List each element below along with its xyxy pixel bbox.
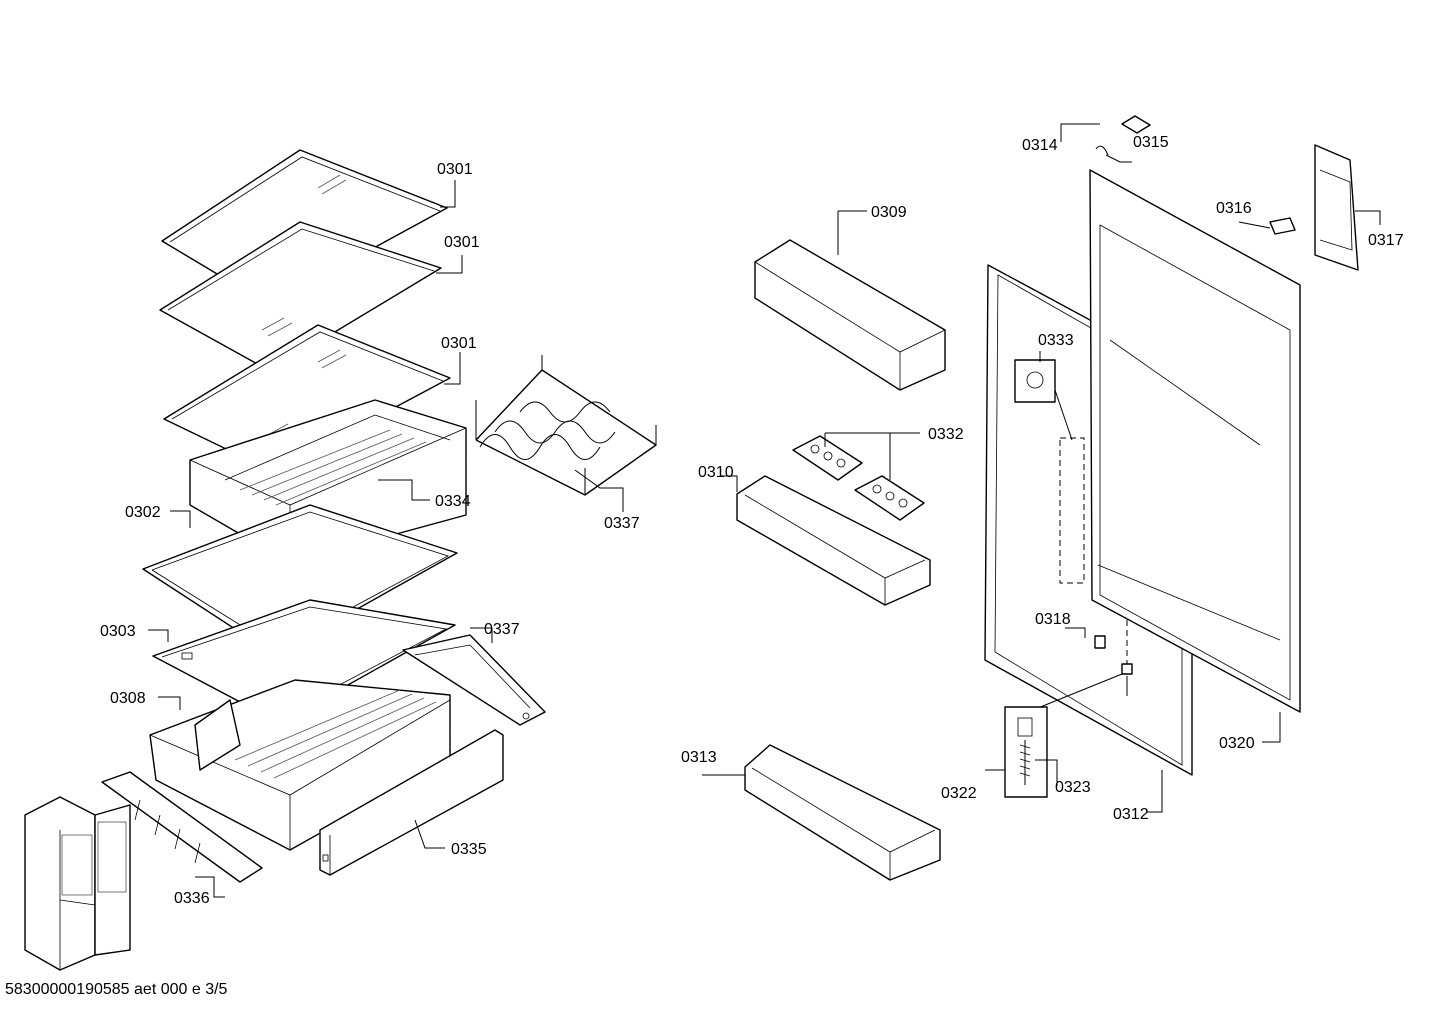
glass-shelf-0301-middle[interactable] — [159, 221, 442, 372]
part-0315[interactable] — [1095, 145, 1109, 156]
label-0337-rail: 0337 — [484, 621, 520, 638]
label-0310: 0310 — [698, 464, 734, 481]
fridge-overview-icon — [24, 796, 131, 971]
label-0309: 0309 — [871, 204, 907, 221]
label-0316: 0316 — [1216, 200, 1252, 217]
bottle-rack-0337[interactable] — [475, 355, 657, 496]
shelf-0303[interactable] — [152, 599, 456, 724]
rail-0337[interactable] — [402, 634, 546, 726]
leader-lines — [148, 123, 1381, 898]
shelf-0302[interactable] — [142, 504, 458, 656]
part-0316[interactable] — [1269, 217, 1296, 235]
door-shelf-0313[interactable] — [744, 744, 941, 881]
screw-detail-0322-0323[interactable] — [1004, 620, 1133, 798]
drawer-0308[interactable] — [149, 679, 451, 851]
label-0303: 0303 — [100, 623, 136, 640]
egg-tray-0332-a[interactable] — [792, 435, 863, 481]
label-0315: 0315 — [1133, 134, 1169, 151]
label-0332: 0332 — [928, 426, 964, 443]
document-id-footer: 58300000190585 aet 000 e 3/5 — [5, 981, 228, 998]
door-shelf-0309[interactable] — [754, 239, 946, 391]
label-0313: 0313 — [681, 749, 717, 766]
label-0335: 0335 — [451, 841, 487, 858]
door-0320[interactable] — [1089, 169, 1301, 713]
label-0336: 0336 — [174, 890, 210, 907]
label-0302: 0302 — [125, 504, 161, 521]
label-0323: 0323 — [1055, 779, 1091, 796]
label-0322: 0322 — [941, 785, 977, 802]
label-0301-middle: 0301 — [444, 234, 480, 251]
label-0314: 0314 — [1022, 137, 1058, 154]
label-0334: 0334 — [435, 493, 471, 510]
part-0318[interactable] — [1094, 635, 1106, 649]
part-0314[interactable] — [1121, 115, 1151, 134]
label-0308: 0308 — [110, 690, 146, 707]
label-0301-top: 0301 — [437, 161, 473, 178]
label-0318: 0318 — [1035, 611, 1071, 628]
detail-0333[interactable] — [1014, 359, 1085, 584]
front-panel-0335[interactable] — [319, 729, 504, 876]
part-0317[interactable] — [1314, 144, 1359, 271]
label-0317: 0317 — [1368, 232, 1404, 249]
egg-tray-0332-b[interactable] — [854, 475, 925, 521]
label-0320: 0320 — [1219, 735, 1255, 752]
label-0301-lower: 0301 — [441, 335, 477, 352]
label-0337-rack: 0337 — [604, 515, 640, 532]
label-0333: 0333 — [1038, 332, 1074, 349]
label-0312: 0312 — [1113, 806, 1149, 823]
part-0336[interactable] — [101, 771, 263, 883]
door-shelf-0310[interactable] — [736, 475, 931, 606]
